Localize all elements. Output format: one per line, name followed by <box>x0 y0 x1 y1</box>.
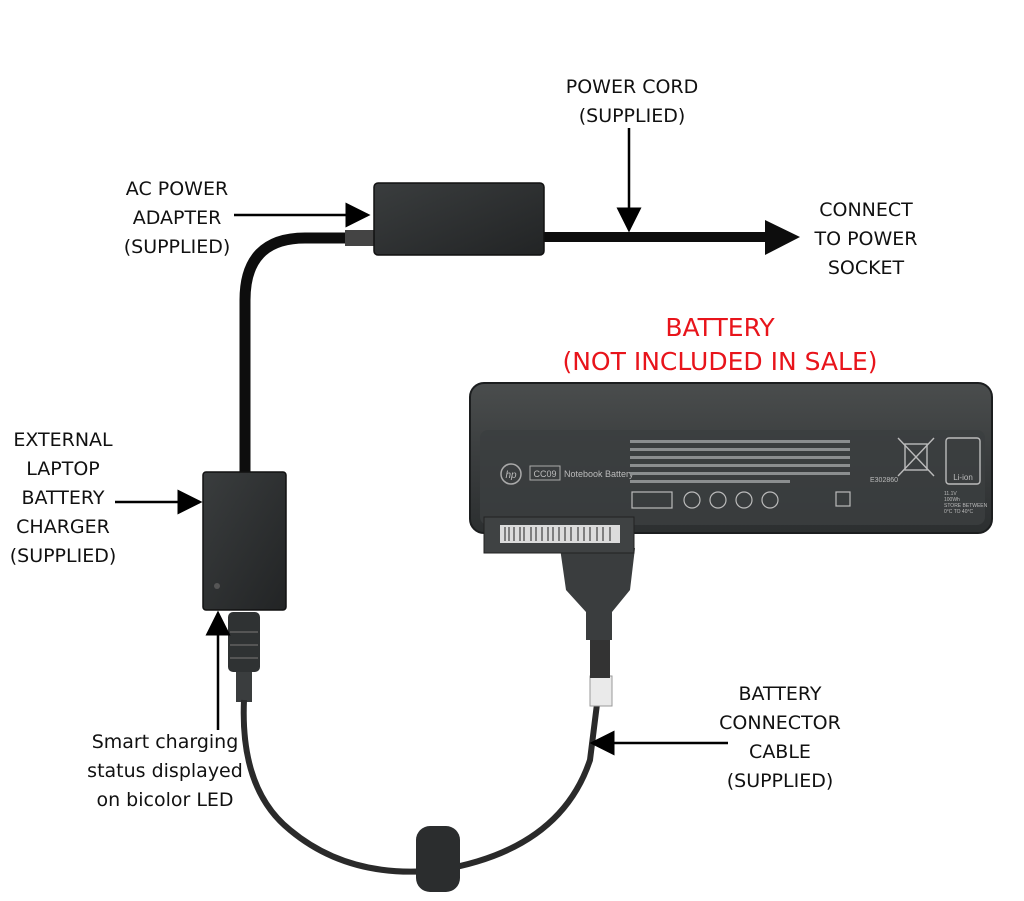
label-battery-title: BATTERY(NOT INCLUDED IN SALE) <box>562 313 878 376</box>
battery-chemistry: Li-ion <box>953 473 973 482</box>
recycle-icon <box>945 437 981 485</box>
pointer-arrows <box>115 128 728 756</box>
charger-box <box>202 471 287 611</box>
battery-connector-cable <box>240 679 603 875</box>
power-cord <box>540 220 800 255</box>
battery-spec-1: 11.1V <box>944 491 957 497</box>
velcro-tie <box>416 826 460 892</box>
led-indicator <box>214 583 220 589</box>
battery-connector <box>560 548 635 678</box>
adapter-strain-relief <box>345 230 375 246</box>
charger-plug <box>228 612 260 702</box>
hp-brand-text: hp <box>505 470 517 481</box>
adapter-to-charger-cable <box>239 232 360 480</box>
certification-icons <box>631 491 851 509</box>
ac-adapter <box>373 182 545 256</box>
hp-logo-icon <box>500 463 522 485</box>
battery-spec-4: 0°C TO 40°C <box>944 509 973 515</box>
battery: hp CC09 Notebook Battery E302860 Li-ion … <box>469 382 993 554</box>
battery-fine-print <box>630 440 850 483</box>
socket-arrow-head <box>765 220 800 255</box>
battery-product-text: Notebook Battery <box>564 469 634 479</box>
battery-model-badge: CC09 <box>533 469 556 479</box>
battery-serial: E302860 <box>870 477 898 484</box>
label-power-cord: POWER CORD(SUPPLIED) <box>565 76 699 127</box>
battery-spec-2: 100Wh <box>944 497 960 503</box>
battery-spec-3: STORE BETWEEN <box>944 503 988 509</box>
recycle-bin-icon <box>897 437 935 477</box>
cable-tag <box>589 675 613 707</box>
